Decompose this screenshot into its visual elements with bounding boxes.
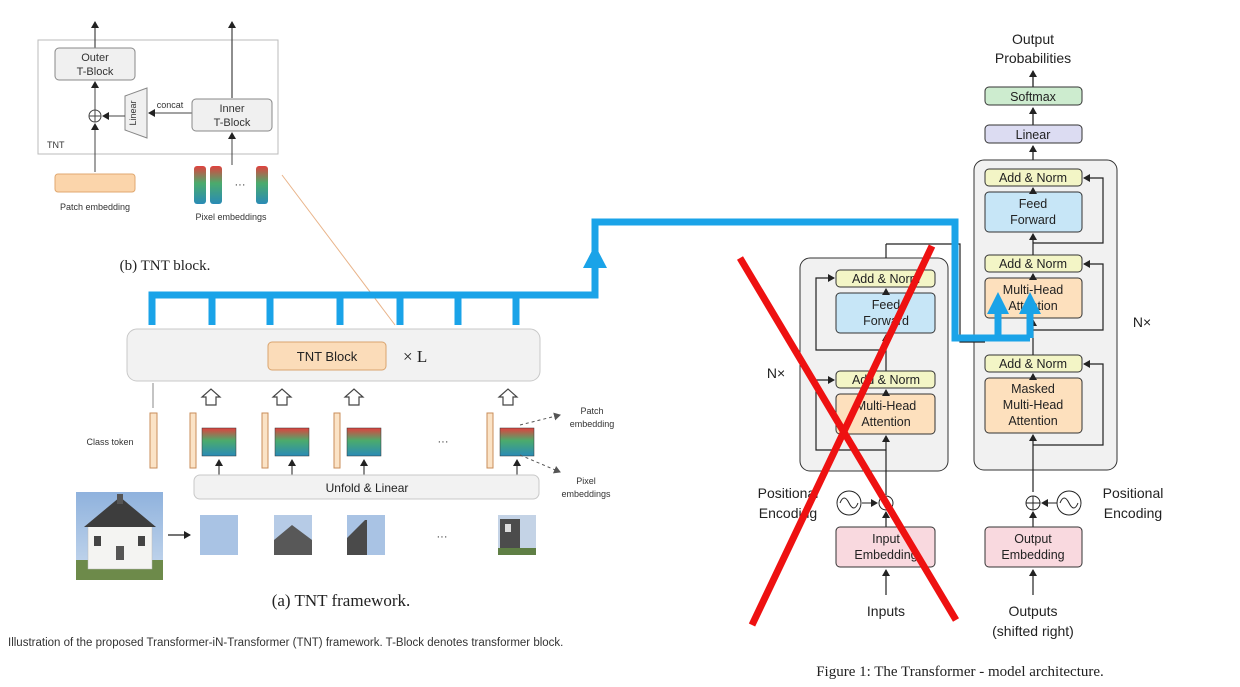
up-arrow-icon — [497, 388, 519, 406]
class-token-bar — [149, 412, 158, 469]
pixel-embeddings-label-2: embeddings — [561, 489, 611, 499]
decoder-nx-label: N× — [1133, 314, 1151, 330]
masked-attention-label-3: Attention — [1008, 414, 1057, 428]
pixel-embedding-bar — [210, 166, 222, 204]
patch-image — [347, 515, 385, 555]
linear-trapezoid — [124, 87, 148, 139]
masked-attention-label-2: Multi-Head — [1003, 398, 1063, 412]
concat-label: concat — [157, 100, 184, 110]
decoder-add-norm-3 — [984, 168, 1083, 187]
decoder-positional-label-1: Positional — [1103, 485, 1164, 501]
blue-up-arrow-icon — [583, 245, 607, 268]
output-embedding-box — [984, 526, 1083, 568]
class-token-label: Class token — [86, 437, 133, 447]
output-probabilities-label-1: Output — [1012, 31, 1054, 47]
decoder-add-norm-1-label: Add & Norm — [999, 357, 1067, 371]
output-embedding-label-2: Embedding — [1001, 548, 1064, 562]
unfold-linear-label: Unfold & Linear — [326, 481, 409, 495]
linear-box — [984, 124, 1083, 144]
patch-embedding-label: Patch embedding — [60, 202, 130, 212]
patch-group — [486, 412, 535, 469]
inner-t-block-label-1: Inner — [219, 103, 244, 115]
tnt-framework: TNT Block × L Class token ··· — [8, 328, 615, 649]
blue-annotation — [148, 218, 1034, 342]
up-arrow-icon — [200, 388, 222, 406]
pixel-embedding-bar — [256, 166, 268, 204]
tnt-block-panel: Outer T-Block Linear concat Inner T-Bloc… — [37, 21, 279, 274]
linear-label: Linear — [1016, 128, 1051, 142]
pixel-ellipsis: ··· — [235, 179, 246, 191]
softmax-box — [984, 86, 1083, 106]
encoder-add-norm-2 — [835, 269, 936, 288]
output-embedding-label-1: Output — [1014, 532, 1052, 546]
tnt-caption: Illustration of the proposed Transformer… — [8, 637, 563, 649]
encoder-nx-label: N× — [767, 365, 785, 381]
tnt-block-label: TNT Block — [297, 349, 358, 364]
decoder-positional-label-2: Encoding — [1104, 505, 1162, 521]
patch-embedding-label-1: Patch — [580, 406, 603, 416]
image-ellipsis: ··· — [437, 531, 448, 543]
repeat-label: × L — [403, 347, 427, 366]
decoder-feed-forward-label-1: Feed — [1019, 197, 1048, 211]
unfold-linear-box — [193, 474, 540, 500]
pixel-embedding-bar — [194, 166, 206, 204]
up-arrow-icon — [343, 388, 365, 406]
tnt-block-box — [267, 341, 387, 371]
inputs-label: Inputs — [867, 603, 905, 619]
inner-t-block-label-2: T-Block — [214, 117, 251, 129]
input-embedding-label-2: Embedding — [854, 548, 917, 562]
encoder-positional-label-1: Positional — [758, 485, 819, 501]
patch-group — [261, 412, 310, 469]
up-arrow-icon — [271, 388, 293, 406]
decoder-cross-attention-label-1: Multi-Head — [1003, 283, 1063, 297]
decoder-add-norm-3-label: Add & Norm — [999, 171, 1067, 185]
outer-t-block-label-2: T-Block — [77, 66, 114, 78]
input-embedding-label-1: Input — [872, 532, 900, 546]
masked-attention-label-1: Masked — [1011, 382, 1055, 396]
pixel-embeddings-label-1: Pixel — [576, 476, 596, 486]
outer-t-block-label-1: Outer — [81, 52, 109, 64]
inner-t-block — [191, 98, 273, 132]
pixel-embeddings-label: Pixel embeddings — [195, 212, 267, 222]
outputs-label-2: (shifted right) — [992, 623, 1074, 639]
patch-embedding-label-2: embedding — [570, 419, 615, 429]
softmax-label: Softmax — [1010, 90, 1057, 104]
blue-connection-path — [148, 218, 1030, 342]
tnt-label: TNT — [47, 140, 65, 150]
decoder-add-norm-2-label: Add & Norm — [999, 257, 1067, 271]
encoder-feed-forward-label-1: Feed — [872, 298, 901, 312]
patch-image — [200, 515, 238, 555]
outputs-label-1: Outputs — [1008, 603, 1057, 619]
outer-t-block — [54, 47, 136, 81]
transformer-caption: Figure 1: The Transformer - model archit… — [816, 664, 1104, 680]
decoder-feed-forward-label-2: Forward — [1010, 213, 1056, 227]
blue-arrowheads — [583, 245, 1041, 314]
house-image — [76, 492, 163, 580]
tnt-block-subcaption: (b) TNT block. — [120, 258, 211, 274]
patch-ellipsis: ··· — [438, 436, 449, 448]
tnt-framework-subcaption: (a) TNT framework. — [272, 591, 411, 610]
output-probabilities-label-2: Probabilities — [995, 50, 1071, 66]
transformer-diagram: Output Probabilities Softmax Linear Add … — [758, 31, 1164, 680]
patch-image — [498, 515, 536, 555]
red-cross-icon — [736, 244, 960, 627]
blue-up-arrow-icon — [1019, 292, 1041, 314]
encoder-attention-label-1: Multi-Head — [856, 399, 916, 413]
patch-group — [189, 412, 237, 469]
zoom-connector-line — [281, 174, 396, 326]
linear-label: Linear — [128, 100, 138, 125]
patch-embedding-swatch — [54, 173, 136, 193]
patch-group — [333, 412, 382, 469]
encoder-attention-label-2: Attention — [861, 415, 910, 429]
blue-up-arrow-icon — [987, 292, 1009, 314]
encoder-add-norm-2-label: Add & Norm — [852, 272, 920, 286]
patch-image — [274, 515, 312, 555]
